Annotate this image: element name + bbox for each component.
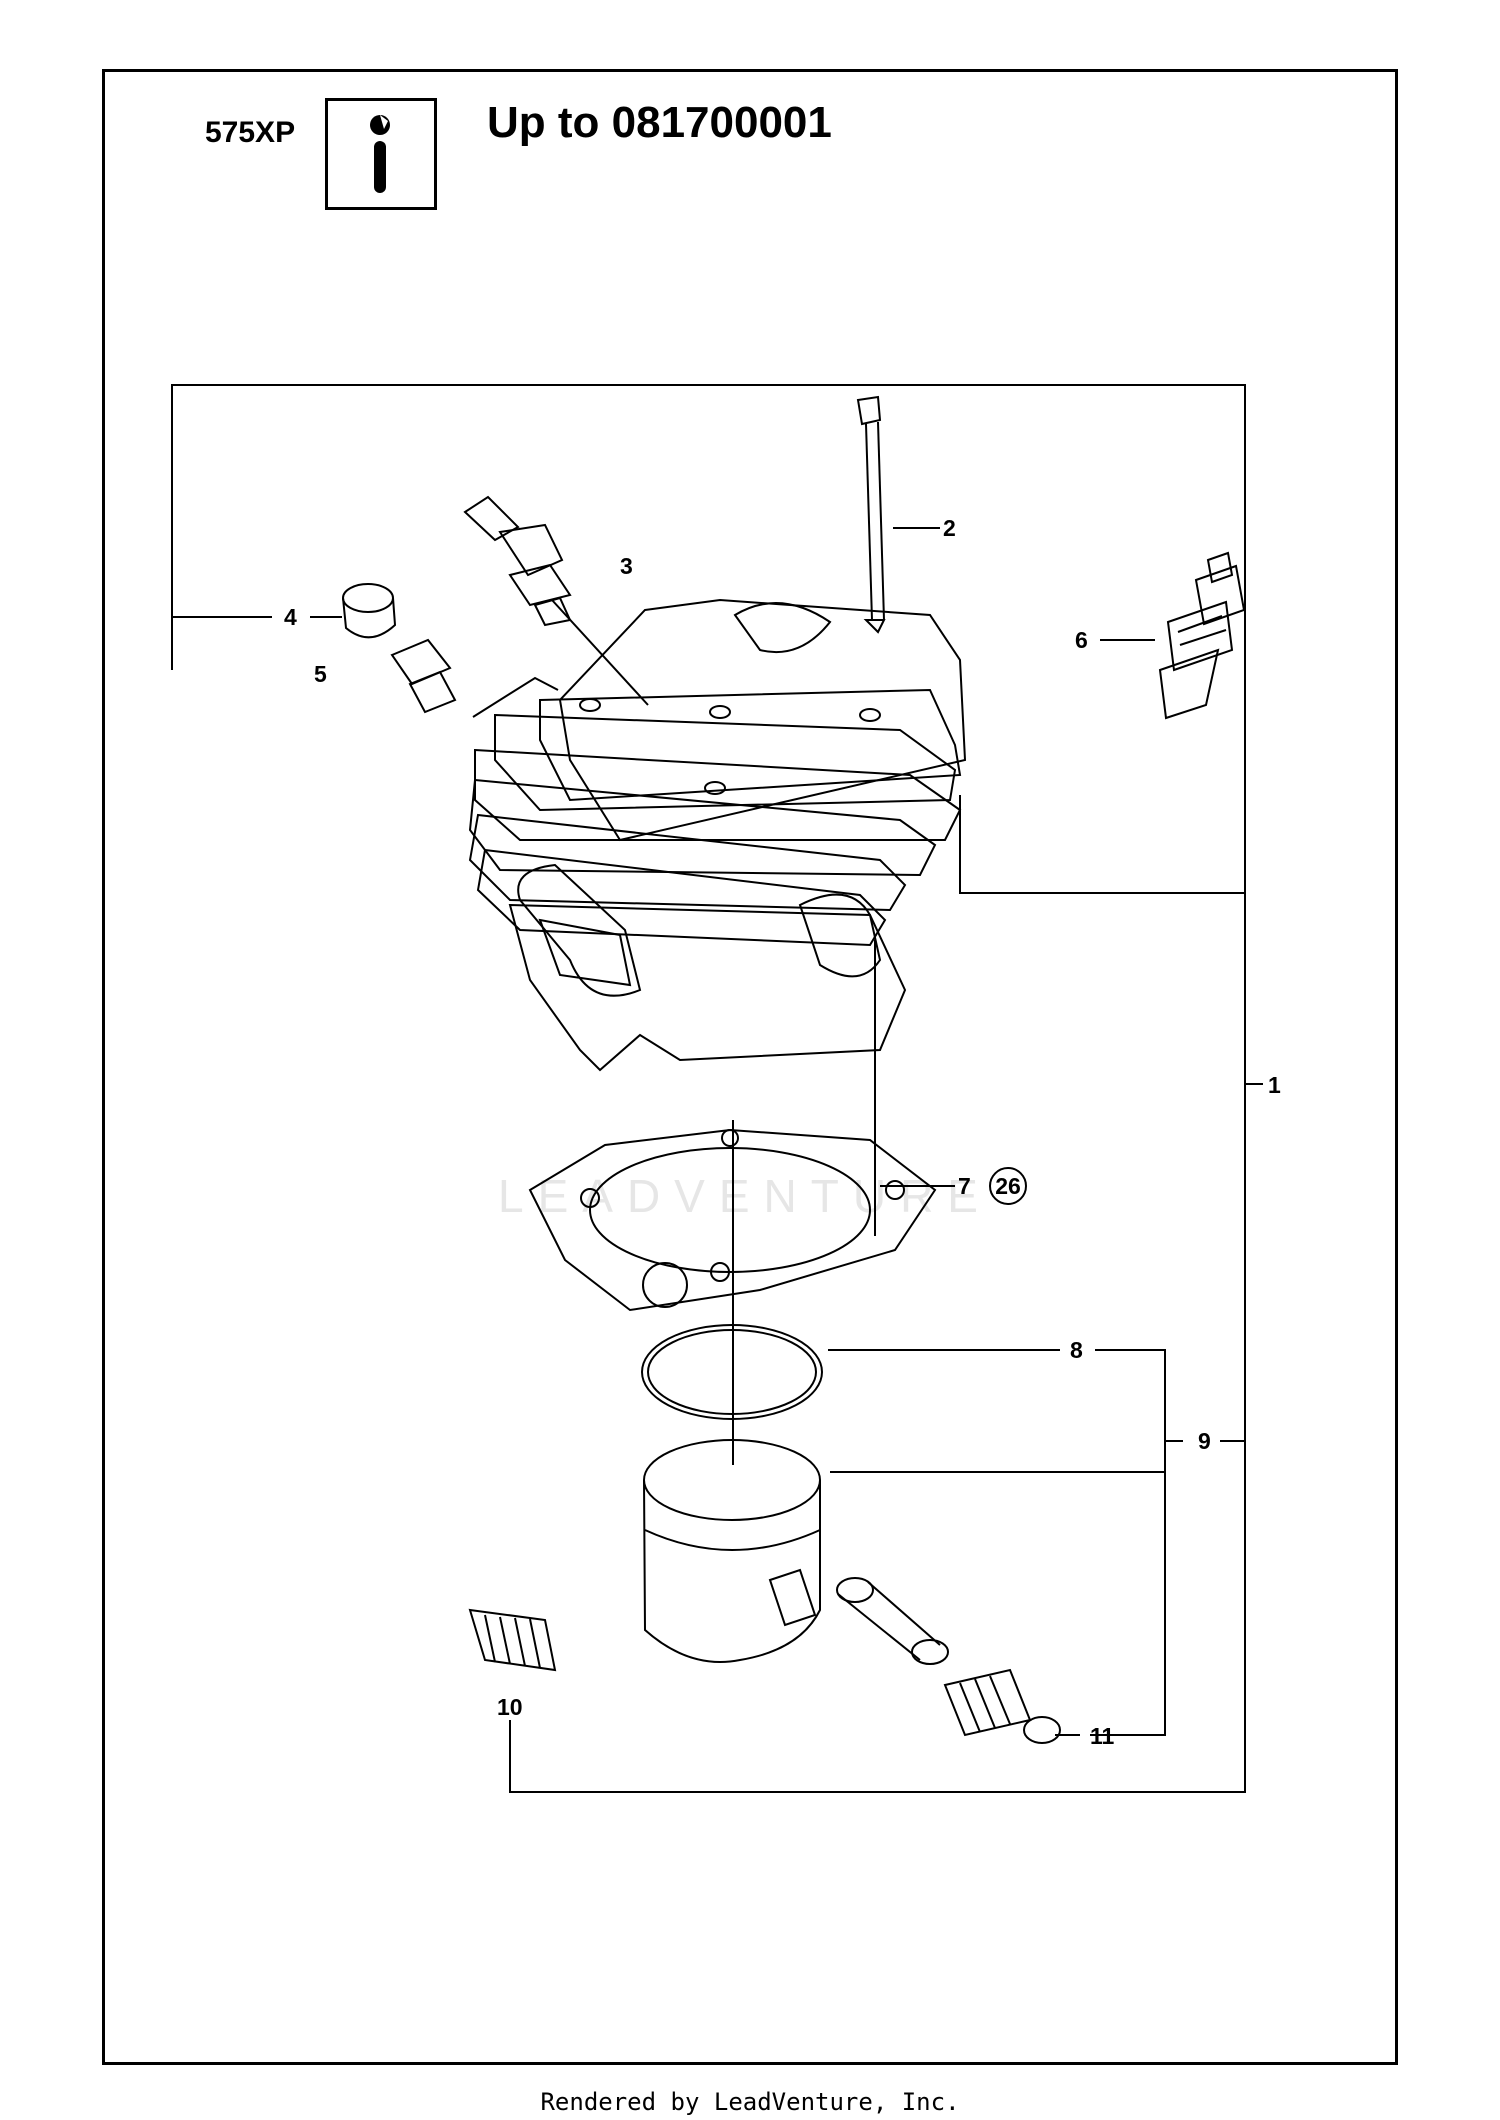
quantity-badge-text: 26 — [995, 1173, 1021, 1199]
callout-11: 11 — [1090, 1723, 1115, 1749]
callout-1: 1 — [1268, 1072, 1281, 1098]
spark-plug — [1158, 551, 1246, 720]
callout-6: 6 — [1075, 627, 1088, 653]
model-label: 575XP — [205, 116, 296, 149]
plug-cap — [342, 583, 397, 639]
decompression-valve — [463, 495, 572, 627]
quantity-badge: 26 — [989, 1167, 1027, 1205]
callout-2: 2 — [943, 515, 956, 541]
page-title: Up to 081700001 — [487, 98, 832, 147]
page-frame — [102, 69, 1398, 2065]
needle-bearing-11 — [943, 1668, 1032, 1737]
needle-bearing-10 — [468, 1608, 557, 1672]
bracket-1 — [171, 384, 1246, 1793]
callout-10: 10 — [497, 1694, 523, 1720]
callout-7: 7 — [958, 1173, 971, 1199]
piston — [643, 1439, 821, 1663]
piston-ring — [641, 1324, 823, 1420]
callout-4: 4 — [284, 604, 297, 630]
base-gasket — [528, 1128, 937, 1312]
piston-pin — [836, 1577, 949, 1665]
footer-text: Rendered by LeadVenture, Inc. — [540, 2088, 960, 2116]
circlip — [1023, 1716, 1061, 1744]
callout-8: 8 — [1070, 1337, 1083, 1363]
watermark-text: LEADVENTURE — [498, 1170, 992, 1222]
cylinder-bolt — [856, 395, 886, 634]
info-icon — [325, 98, 437, 210]
callout-9: 9 — [1198, 1428, 1211, 1454]
screw — [390, 638, 457, 714]
callout-5: 5 — [314, 661, 327, 687]
cylinder — [468, 598, 967, 1072]
callout-3: 3 — [620, 553, 633, 579]
